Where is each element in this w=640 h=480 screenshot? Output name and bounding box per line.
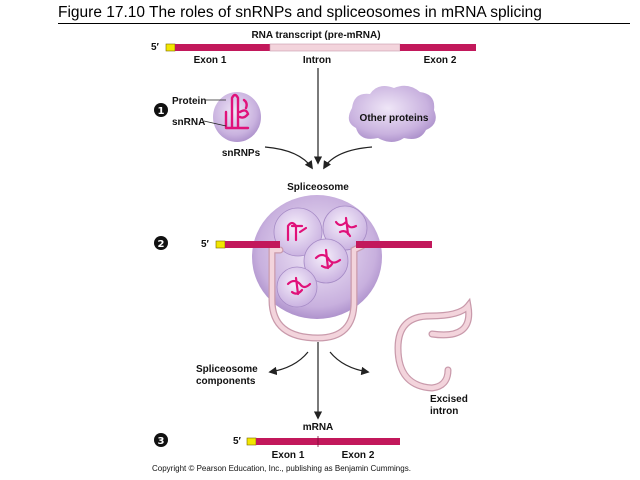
five-prime-cap-bottom bbox=[246, 437, 257, 446]
intron-label-top: Intron bbox=[303, 55, 331, 66]
intron-loop bbox=[269, 243, 365, 341]
spliceosome bbox=[252, 195, 382, 342]
rna-transcript-label: RNA transcript (pre-mRNA) bbox=[251, 30, 380, 41]
mrna-label: mRNA bbox=[303, 422, 334, 433]
step-3-number: 3 bbox=[158, 436, 165, 447]
spliceosome-components-label-1: Spliceosome bbox=[196, 364, 258, 375]
step-1-badge bbox=[154, 103, 168, 117]
other-proteins-label: Other proteins bbox=[360, 113, 429, 124]
snrna-label: snRNA bbox=[172, 117, 205, 128]
excised-intron bbox=[394, 297, 473, 392]
snrna-in-sub-2 bbox=[334, 216, 358, 238]
exon1-label-bottom: Exon 1 bbox=[272, 450, 305, 461]
spliceosome-components-label-2: components bbox=[196, 376, 256, 387]
protein-label: Protein bbox=[172, 96, 206, 107]
snrna-in-sub-1 bbox=[286, 221, 308, 242]
snrna-in-sub-4 bbox=[286, 276, 312, 296]
exon2-segment bbox=[400, 44, 476, 51]
copyright-notice: Copyright © Pearson Education, Inc., pub… bbox=[152, 464, 411, 473]
snrna-strand bbox=[224, 93, 250, 130]
figure-title: Figure 17.10 The roles of snRNPs and spl… bbox=[58, 4, 542, 21]
excised-intron-outline bbox=[394, 297, 473, 392]
five-prime-cap-mid bbox=[215, 240, 226, 249]
exon2-label-bottom: Exon 2 bbox=[342, 450, 375, 461]
step-2-number: 2 bbox=[158, 239, 165, 250]
snrna-in-sub-3 bbox=[314, 248, 342, 270]
excised-intron-label-2: intron bbox=[430, 406, 458, 417]
exon1-segment bbox=[175, 44, 270, 51]
arrow-proteins-to-spliceosome bbox=[323, 146, 373, 170]
arrow-snrnps-to-spliceosome bbox=[264, 146, 313, 170]
intron-segment bbox=[269, 43, 401, 52]
spliceosome-label: Spliceosome bbox=[287, 182, 349, 193]
exon1-bottom bbox=[256, 438, 318, 445]
snrnps-label: snRNPs bbox=[222, 148, 261, 159]
exon2-bottom bbox=[318, 438, 400, 445]
other-proteins-blob bbox=[348, 85, 436, 142]
snrna-leader bbox=[203, 120, 227, 127]
pre-mrna-strand bbox=[165, 43, 476, 52]
exon2-mid bbox=[356, 241, 432, 248]
snrnp-sub-3 bbox=[303, 238, 349, 284]
snrnp-particle bbox=[213, 92, 261, 142]
step-3-badge bbox=[154, 433, 168, 447]
exon2-label-top: Exon 2 bbox=[424, 55, 457, 66]
five-prime-cap bbox=[165, 43, 176, 52]
step-2-badge bbox=[154, 236, 168, 250]
exon1-mid bbox=[225, 241, 280, 248]
step-1-number: 1 bbox=[158, 106, 165, 117]
exon1-label-top: Exon 1 bbox=[194, 55, 227, 66]
arrow-to-excised bbox=[329, 351, 370, 376]
excised-intron-label-1: Excised bbox=[430, 394, 468, 405]
title-underline bbox=[58, 23, 630, 24]
five-prime-label-top: 5′ bbox=[151, 42, 160, 53]
arrow-to-components bbox=[268, 351, 309, 376]
snrnp-sub-1 bbox=[273, 207, 323, 257]
excised-intron-strand bbox=[395, 300, 471, 391]
five-prime-label-bottom: 5′ bbox=[233, 436, 242, 447]
five-prime-label-mid: 5′ bbox=[201, 239, 210, 250]
